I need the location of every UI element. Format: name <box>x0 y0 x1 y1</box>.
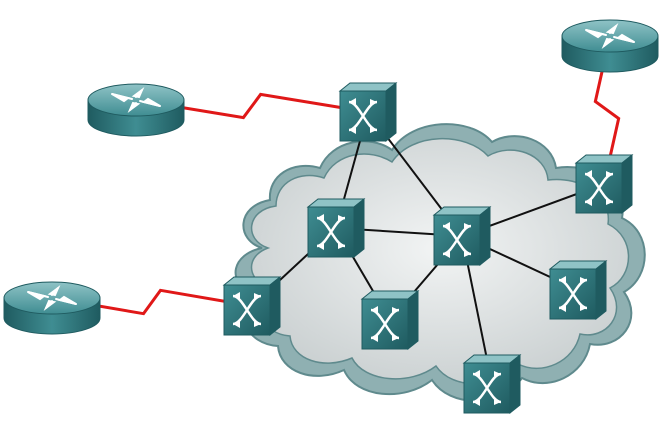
atm-switch-icon <box>574 153 634 215</box>
atm-switch-icon <box>222 275 282 337</box>
atm-switch-icon <box>360 289 420 351</box>
router-icon <box>87 83 185 137</box>
atm-switch-icon <box>462 353 522 415</box>
atm-switch-icon <box>338 81 398 143</box>
router-icon <box>561 19 659 73</box>
atm-switch-icon <box>432 205 492 267</box>
router-icon <box>3 281 101 335</box>
atm-switch-icon <box>306 197 366 259</box>
wan-link-router-left-top-sw-top <box>135 92 369 120</box>
devices <box>3 19 659 415</box>
atm-switch-icon <box>548 259 608 321</box>
